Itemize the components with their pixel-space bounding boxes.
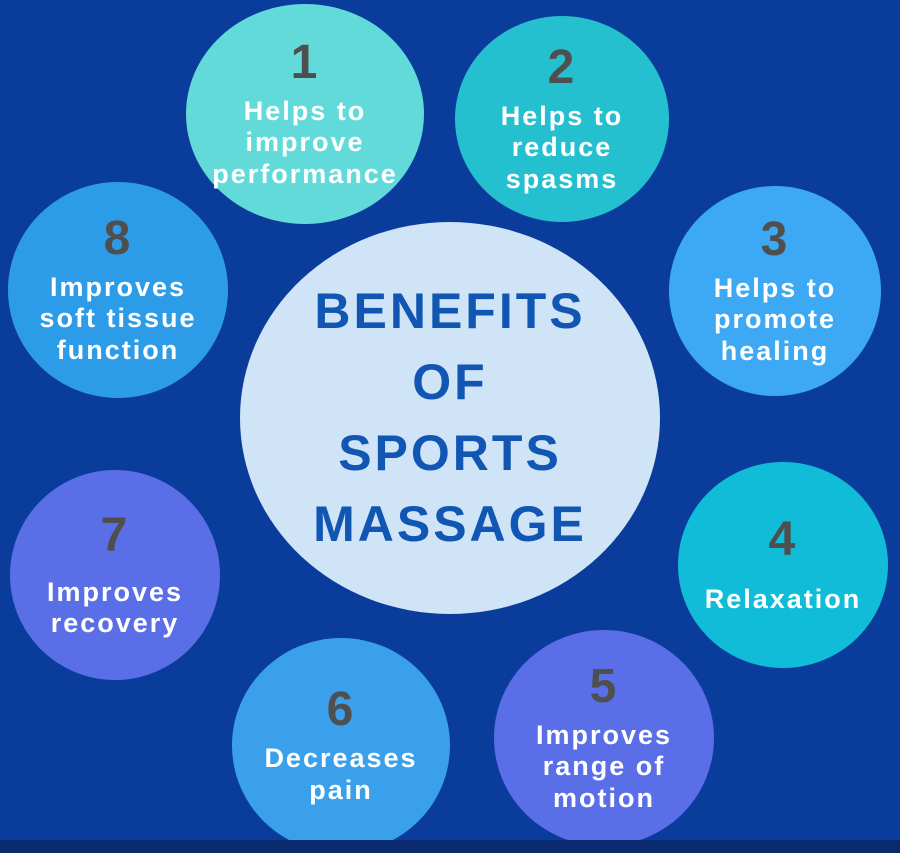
benefit-number: 4 xyxy=(768,512,798,566)
benefit-number: 6 xyxy=(326,683,356,737)
benefit-circle-7: 7 Improves recovery xyxy=(10,470,220,680)
benefit-circle-8: 8 Improves soft tissue function xyxy=(8,182,228,398)
benefit-label: Relaxation xyxy=(704,584,862,615)
benefit-label: Decreases pain xyxy=(264,743,418,805)
benefit-circle-6: 6 Decreases pain xyxy=(232,638,450,853)
benefit-circle-5: 5 Improves range of motion xyxy=(494,630,714,846)
center-circle: BENEFITS OF SPORTS MASSAGE xyxy=(240,222,660,614)
benefit-number: 2 xyxy=(547,40,577,94)
infographic-title: BENEFITS OF SPORTS MASSAGE xyxy=(313,283,587,552)
benefit-label: Improves recovery xyxy=(46,576,184,639)
footer-strip xyxy=(0,840,900,853)
benefit-circle-2: 2 Helps to reduce spasms xyxy=(455,16,669,222)
benefit-label: Helps to promote healing xyxy=(713,272,837,367)
benefit-number: 8 xyxy=(103,211,133,265)
benefit-label: Helps to improve performance xyxy=(212,95,398,190)
benefit-number: 5 xyxy=(589,659,619,713)
benefit-label: Improves soft tissue function xyxy=(39,271,197,366)
benefit-label: Improves range of motion xyxy=(535,719,673,814)
benefit-label: Helps to reduce spasms xyxy=(500,100,624,195)
benefit-circle-3: 3 Helps to promote healing xyxy=(669,186,881,396)
benefit-number: 3 xyxy=(760,212,790,266)
benefit-number: 1 xyxy=(290,35,320,89)
benefit-number: 7 xyxy=(100,508,130,562)
benefit-circle-4: 4 Relaxation xyxy=(678,462,888,668)
benefit-circle-1: 1 Helps to improve performance xyxy=(186,4,424,224)
